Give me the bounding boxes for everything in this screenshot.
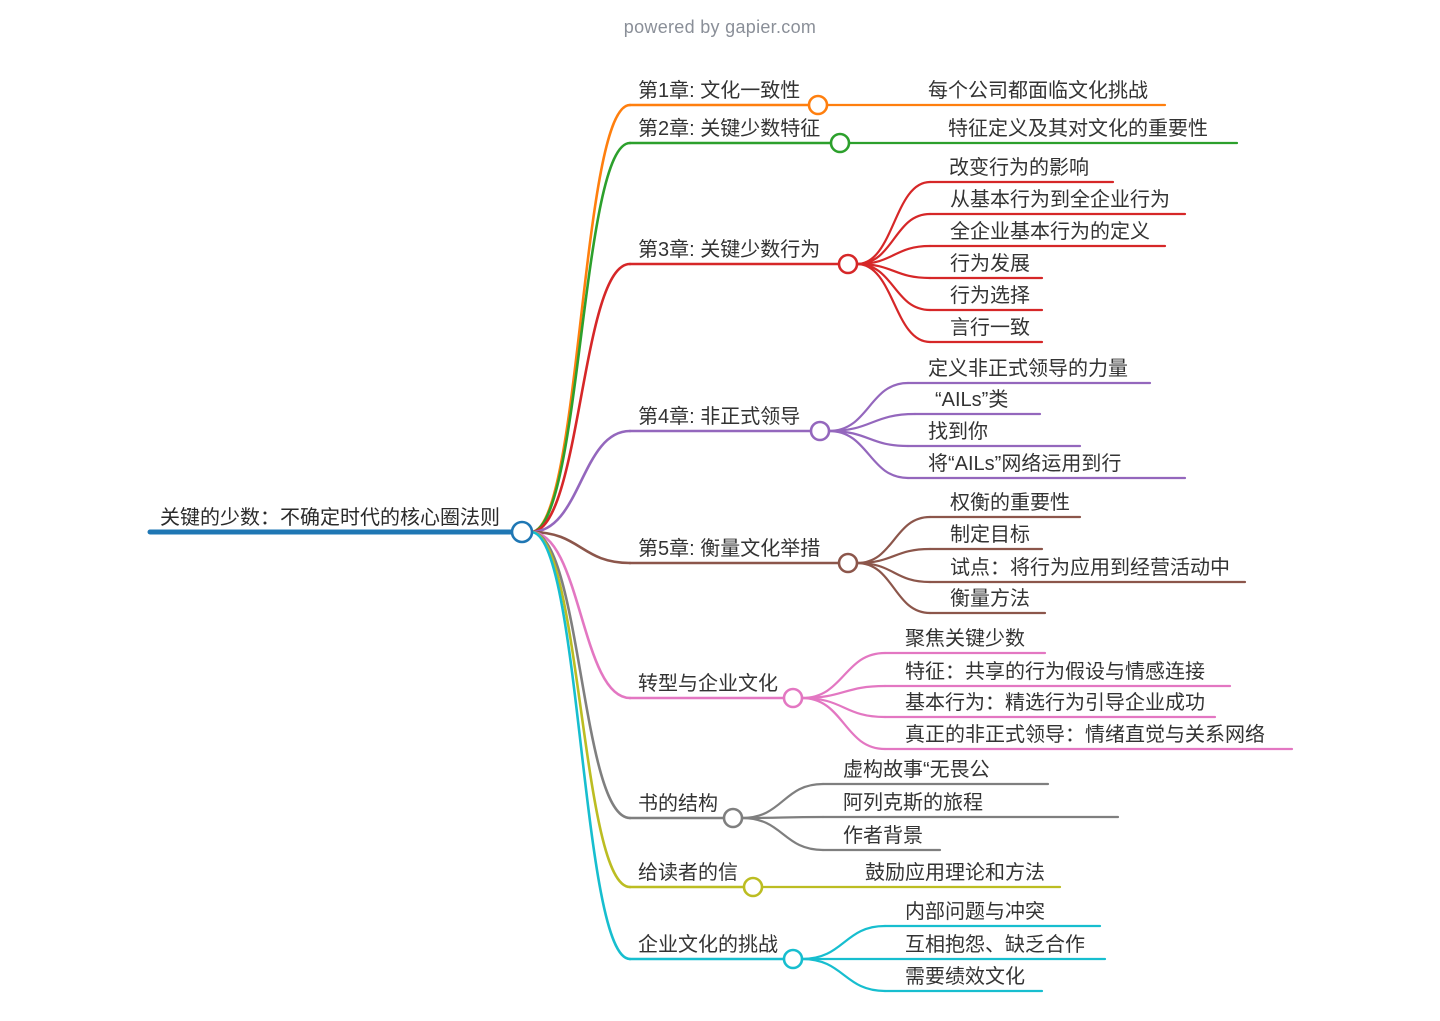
root-label: 关键的少数：不确定时代的核心圈法则	[160, 507, 500, 529]
branch-7-child-3-label: 作者背景	[843, 825, 923, 847]
branch-5-node[interactable]	[837, 552, 859, 574]
watermark-text: powered by gapier.com	[623, 17, 817, 37]
branch-4-child-2-label: “AILs”类	[935, 389, 1009, 411]
branch-3-child-4-label: 行为发展	[950, 253, 1030, 275]
branch-5-child-2-label: 制定目标	[950, 524, 1030, 546]
branch-1-child-1-label: 每个公司都面临文化挑战	[928, 80, 1148, 102]
branch-4-child-3-label: 找到你	[928, 421, 988, 443]
branch-9-label: 企业文化的挑战	[638, 934, 778, 956]
branch-3-child-6-link	[855, 262, 932, 344]
branch-7-link	[529, 530, 632, 820]
branch-2-label: 第2章: 关键少数特征	[638, 118, 821, 140]
branch-7-child-2-link	[740, 815, 825, 820]
branch-3-link	[529, 262, 632, 534]
branch-4-child-1-label: 定义非正式领导的力量	[928, 358, 1128, 380]
branch-3-label: 第3章: 关键少数行为	[638, 239, 821, 261]
branch-6-label: 转型与企业文化	[638, 673, 778, 695]
branch-8-link	[529, 530, 632, 889]
branch-7-child-2-label: 阿列克斯的旅程	[843, 792, 983, 814]
branch-7-node[interactable]	[722, 807, 744, 829]
branch-7-child-1-link	[740, 782, 825, 820]
branch-5-child-4-link	[855, 561, 932, 615]
branch-6-child-4-label: 真正的非正式领导：情绪直觉与关系网络	[905, 724, 1265, 746]
branch-3-child-1-link	[855, 180, 932, 266]
branch-9-child-2-label: 互相抱怨、缺乏合作	[905, 934, 1085, 956]
branch-3-child-2-link	[855, 212, 932, 266]
branch-4-child-4-link	[827, 429, 910, 480]
branch-6-link	[529, 530, 632, 700]
branch-6-child-1-label: 聚焦关键少数	[905, 628, 1025, 650]
branch-6-child-3-label: 基本行为：精选行为引导企业成功	[905, 692, 1205, 714]
branch-7-child-3-link	[740, 816, 825, 852]
branch-4-link	[529, 429, 632, 534]
branch-2-link	[529, 141, 632, 534]
branch-9-child-1-link	[800, 924, 887, 961]
branch-4-node[interactable]	[809, 420, 831, 442]
branch-5-child-1-link	[855, 515, 932, 565]
branch-8-node[interactable]	[742, 876, 764, 898]
root-node[interactable]	[510, 520, 534, 544]
branch-4-label: 第4章: 非正式领导	[638, 406, 801, 428]
branch-6-child-1-link	[800, 651, 887, 700]
branch-4-child-1-link	[827, 381, 910, 433]
branch-8-child-1-label: 鼓励应用理论和方法	[865, 862, 1045, 884]
branch-5-label: 第5章: 衡量文化举措	[638, 538, 821, 560]
branch-7-child-1-label: 虚构故事“无畏公	[843, 759, 990, 781]
branch-1-node[interactable]	[807, 94, 829, 116]
branch-9-node[interactable]	[782, 948, 804, 970]
branch-6-node[interactable]	[782, 687, 804, 709]
branch-6-child-2-label: 特征：共享的行为假设与情感连接	[905, 661, 1205, 683]
branch-3-child-1-label: 改变行为的影响	[949, 157, 1089, 179]
branch-9-link	[529, 530, 632, 961]
branch-5-link	[529, 530, 632, 565]
branch-3-child-2-label: 从基本行为到全企业行为	[950, 189, 1170, 211]
branch-9-child-3-link	[800, 957, 887, 993]
branch-9-child-3-label: 需要绩效文化	[905, 966, 1025, 988]
branch-5-child-1-label: 权衡的重要性	[950, 492, 1070, 514]
branch-4-child-2-link	[827, 412, 917, 433]
branch-1-label: 第1章: 文化一致性	[638, 80, 801, 102]
branch-4-child-4-label: 将“AILs”网络运用到行	[928, 453, 1122, 475]
branch-9-child-1-label: 内部问题与冲突	[905, 901, 1045, 923]
branch-8-label: 给读者的信	[638, 862, 738, 884]
branch-2-node[interactable]	[829, 132, 851, 154]
branch-5-child-3-label: 试点：将行为应用到经营活动中	[950, 557, 1230, 579]
branch-3-child-5-label: 行为选择	[950, 285, 1030, 307]
branch-5-child-4-label: 衡量方法	[950, 588, 1030, 610]
branch-3-child-3-label: 全企业基本行为的定义	[950, 221, 1150, 243]
branch-3-child-6-label: 言行一致	[950, 317, 1030, 339]
branch-6-child-4-link	[800, 696, 887, 751]
branch-1-link	[529, 103, 632, 534]
branch-2-child-1-label: 特征定义及其对文化的重要性	[948, 118, 1208, 140]
branch-7-label: 书的结构	[638, 793, 718, 815]
branch-3-node[interactable]	[837, 253, 859, 275]
